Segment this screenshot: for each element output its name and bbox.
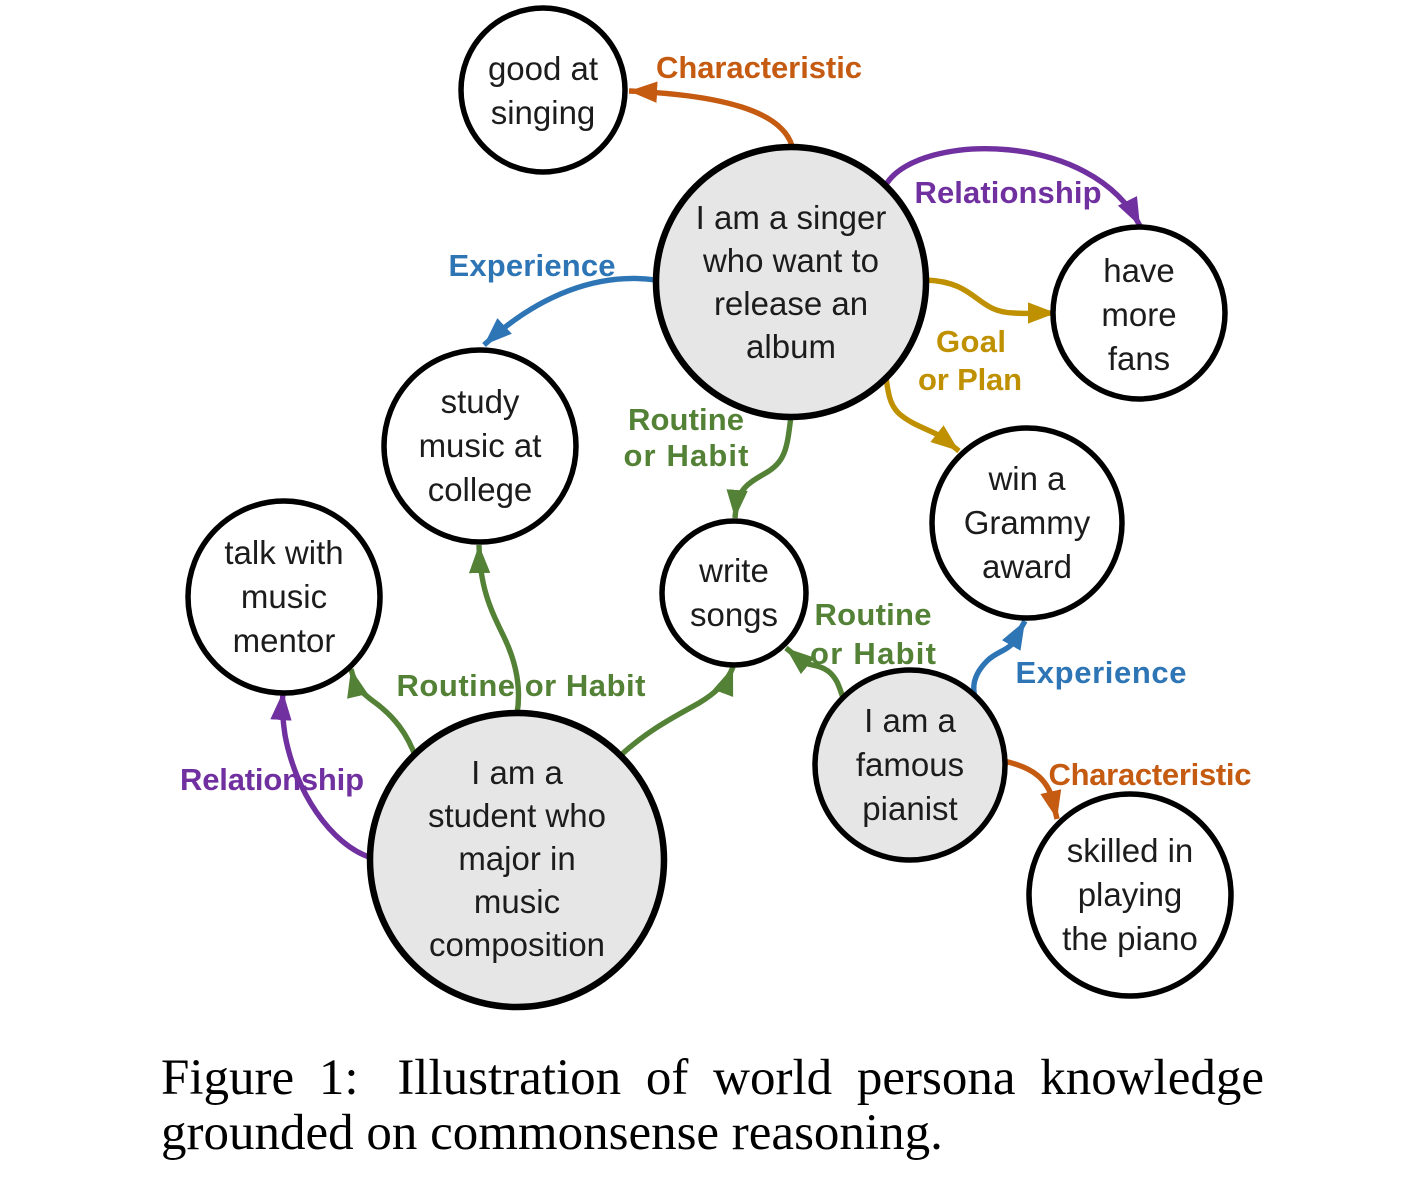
svg-text:I am a: I am a xyxy=(471,754,563,791)
svg-text:Characteristic: Characteristic xyxy=(656,50,862,85)
svg-text:Relationship: Relationship xyxy=(180,762,364,797)
svg-text:who want to: who want to xyxy=(702,242,879,279)
svg-text:Characteristic: Characteristic xyxy=(1049,757,1252,792)
svg-text:playing: playing xyxy=(1078,876,1183,913)
svg-text:album: album xyxy=(746,328,836,365)
svg-text:I am a singer: I am a singer xyxy=(696,199,887,236)
svg-text:famous: famous xyxy=(856,746,964,783)
svg-text:singing: singing xyxy=(491,94,596,131)
svg-text:composition: composition xyxy=(429,926,605,963)
svg-text:or Habit: or Habit xyxy=(810,636,936,671)
svg-text:music: music xyxy=(241,578,327,615)
svg-text:mentor: mentor xyxy=(233,622,336,659)
svg-text:award: award xyxy=(982,548,1072,585)
svg-text:the piano: the piano xyxy=(1062,920,1198,957)
svg-text:songs: songs xyxy=(690,596,778,633)
svg-text:skilled in: skilled in xyxy=(1067,832,1194,869)
svg-text:pianist: pianist xyxy=(862,790,957,827)
svg-text:college: college xyxy=(428,471,533,508)
svg-text:or Plan: or Plan xyxy=(918,362,1022,397)
svg-text:Experience: Experience xyxy=(1016,655,1187,690)
svg-text:music: music xyxy=(474,883,560,920)
svg-text:good at: good at xyxy=(488,50,598,87)
svg-text:more: more xyxy=(1101,296,1176,333)
svg-text:fans: fans xyxy=(1108,340,1170,377)
svg-text:Experience: Experience xyxy=(449,248,616,283)
svg-text:study: study xyxy=(441,383,520,420)
svg-text:I am a: I am a xyxy=(864,702,956,739)
svg-text:or Habit: or Habit xyxy=(624,438,749,473)
svg-text:release an: release an xyxy=(714,285,868,322)
svg-text:music at: music at xyxy=(419,427,542,464)
svg-text:write: write xyxy=(698,552,769,589)
svg-text:have: have xyxy=(1103,252,1175,289)
svg-text:Relationship: Relationship xyxy=(915,175,1102,210)
svg-text:major in: major in xyxy=(458,840,575,877)
svg-text:Routine: Routine xyxy=(628,402,744,437)
svg-text:student who: student who xyxy=(428,797,606,834)
svg-text:Grammy: Grammy xyxy=(964,504,1091,541)
svg-text:Goal: Goal xyxy=(936,324,1006,359)
svg-text:talk with: talk with xyxy=(224,534,343,571)
svg-text:Routine or Habit: Routine or Habit xyxy=(397,668,646,703)
svg-text:Routine: Routine xyxy=(815,597,932,632)
svg-text:win a: win a xyxy=(987,460,1066,497)
